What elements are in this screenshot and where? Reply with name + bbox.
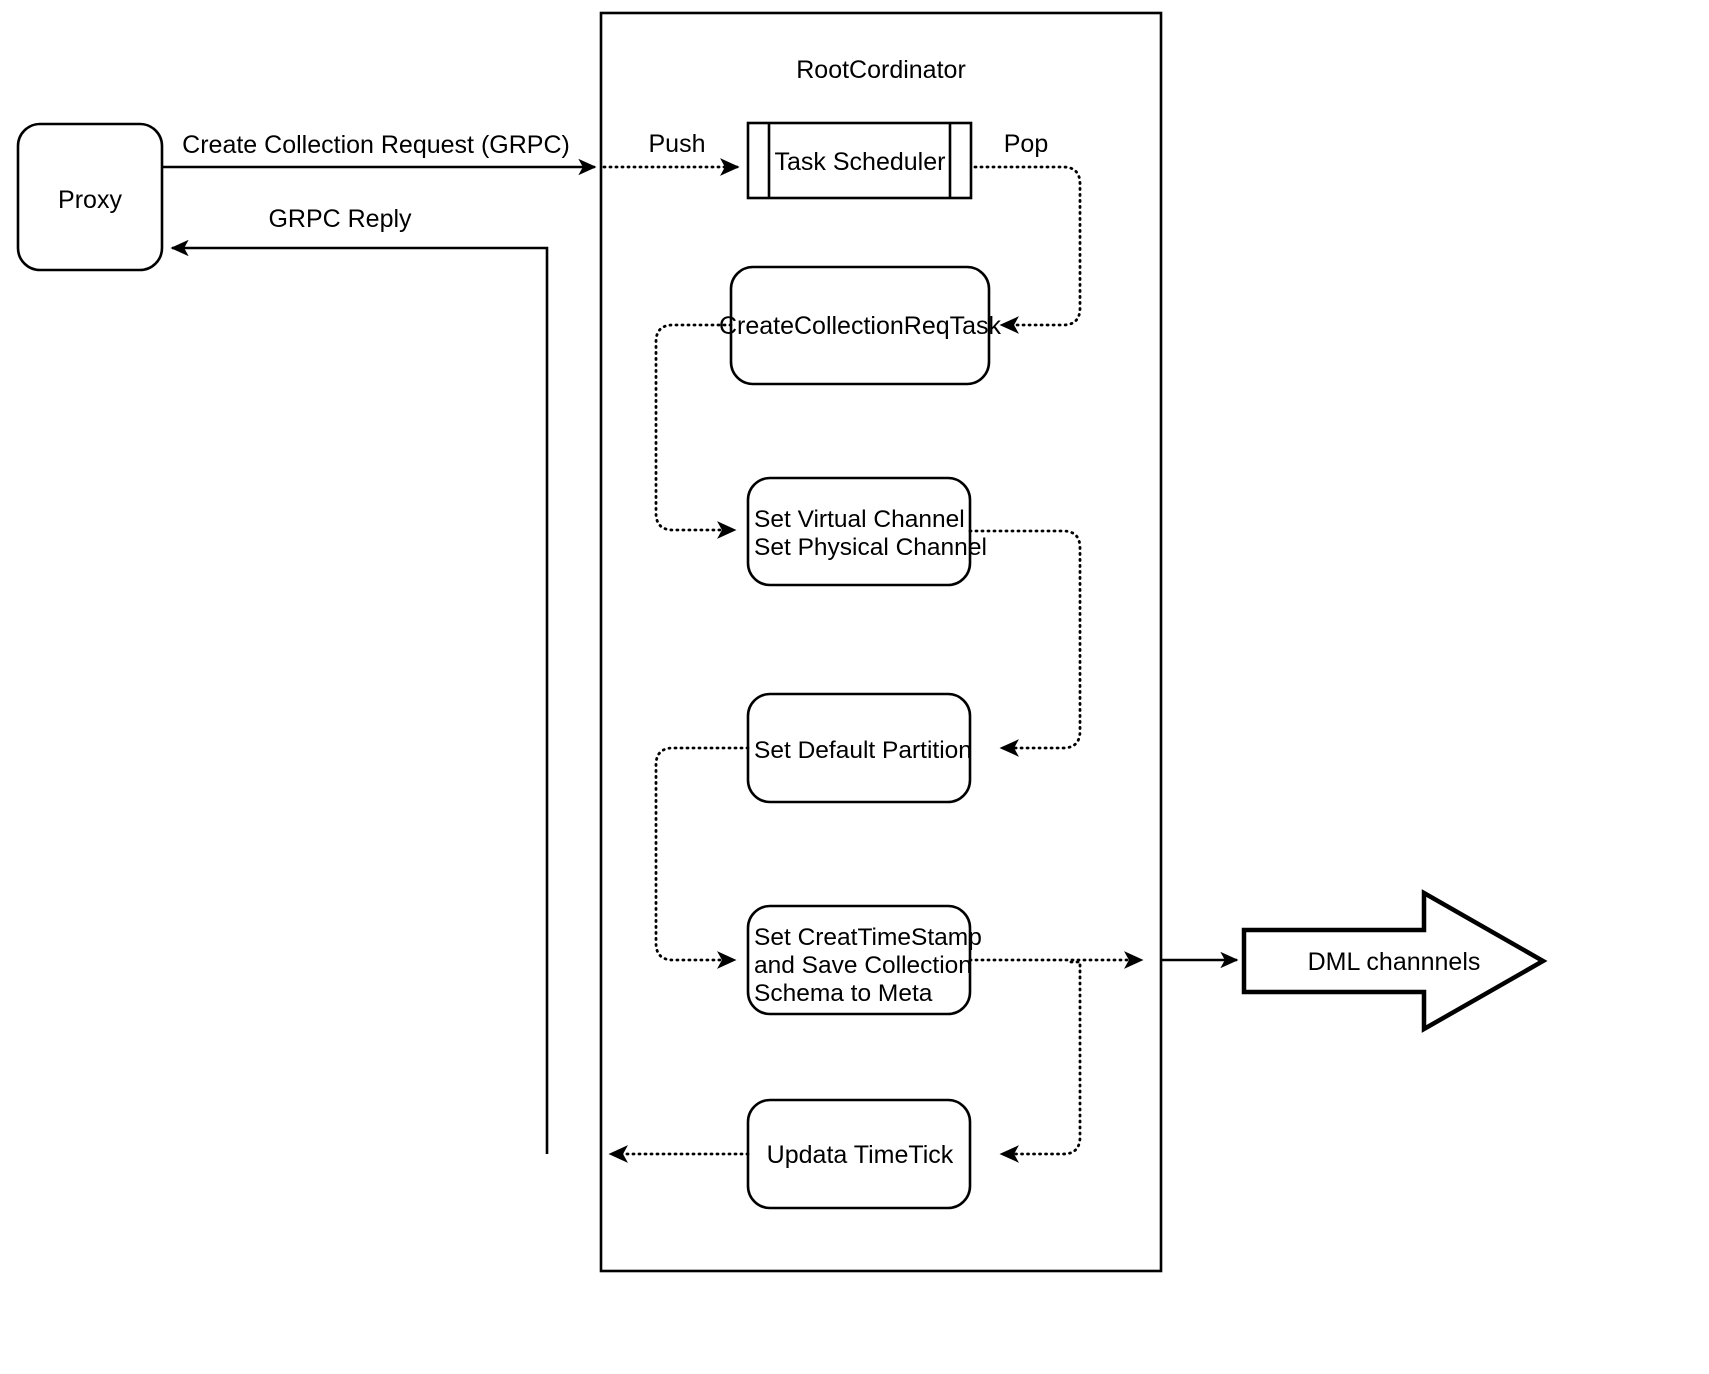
node-task-scheduler[interactable]: Task Scheduler: [746, 121, 973, 200]
node-proxy[interactable]: Proxy: [16, 122, 164, 272]
node-set-timestamp-save-meta-label-line3: Schema to Meta: [754, 980, 933, 1007]
edge-pop: Pop: [973, 130, 1082, 334]
node-set-default-partition[interactable]: Set Default Partition: [746, 692, 972, 804]
node-create-collection-req-task-label: CreateCollectionReqTask: [719, 312, 1002, 340]
edge-push: Push: [602, 130, 740, 176]
edge-task-to-channels: [654, 323, 737, 539]
edge-grpc-reply: GRPC Reply: [170, 205, 549, 1154]
edge-pop-label: Pop: [1004, 130, 1048, 158]
node-create-collection-req-task[interactable]: CreateCollectionReqTask: [719, 265, 1002, 386]
node-set-timestamp-save-meta-label-line2: and Save Collection: [754, 952, 972, 979]
edge-partition-to-timestamp: [654, 746, 750, 969]
node-update-timetick[interactable]: Updata TimeTick: [746, 1098, 972, 1210]
rootcoordinator-container: RootCordinator: [599, 11, 1163, 1273]
node-set-channels[interactable]: Set Virtual Channel Set Physical Channel: [746, 476, 987, 587]
node-set-default-partition-label: Set Default Partition: [754, 737, 972, 764]
node-task-scheduler-label: Task Scheduler: [775, 148, 946, 176]
edge-timestamp-to-timetick: [999, 960, 1082, 1163]
node-set-channels-label-line2: Set Physical Channel: [754, 534, 987, 561]
node-dml-channels[interactable]: DML channnels: [1241, 889, 1548, 1033]
node-update-timetick-label: Updata TimeTick: [767, 1141, 954, 1169]
node-set-channels-label-line1: Set Virtual Channel: [754, 506, 965, 533]
edge-grpc-reply-label: GRPC Reply: [268, 205, 412, 233]
node-proxy-label: Proxy: [58, 186, 122, 214]
edge-create-collection-request-label: Create Collection Request (GRPC): [182, 131, 570, 159]
rootcoordinator-title: RootCordinator: [796, 56, 966, 84]
node-set-timestamp-save-meta-label-line1: Set CreatTimeStamp: [754, 924, 982, 951]
edge-create-collection-request: Create Collection Request (GRPC): [162, 131, 597, 176]
node-set-timestamp-save-meta[interactable]: Set CreatTimeStamp and Save Collection S…: [746, 904, 982, 1016]
edge-push-label: Push: [649, 130, 706, 158]
edge-channels-to-partition: [968, 529, 1082, 757]
node-dml-channels-label: DML channnels: [1308, 948, 1481, 976]
